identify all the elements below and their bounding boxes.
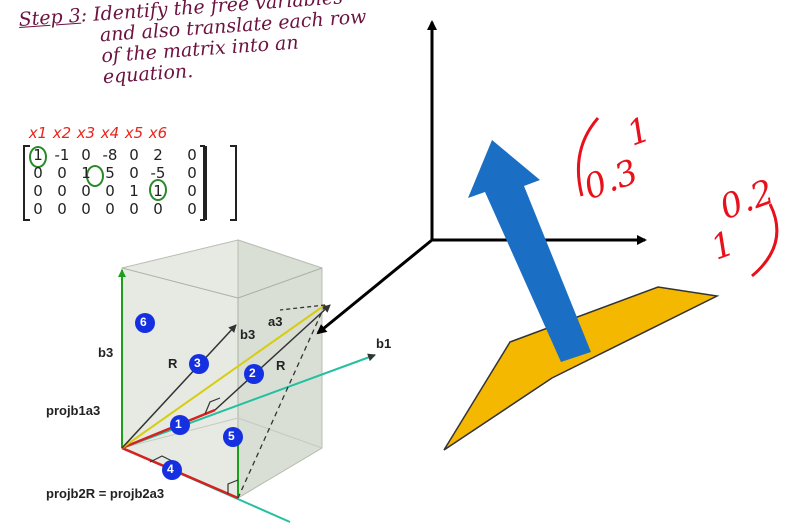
marker-5 xyxy=(223,427,243,447)
marker-6 xyxy=(135,313,155,333)
yellow-plane xyxy=(443,286,720,451)
matrix-body: 1 -1 0 -8 0 2 0 0 0 1 5 0 -5 0 0 0 0 0 1… xyxy=(26,146,204,218)
proj-b1-label: projb1a3 xyxy=(46,403,101,418)
marker-1-label: 1 xyxy=(175,417,182,431)
matrix-cell: -8 xyxy=(102,146,118,164)
matrix-header: x6 xyxy=(148,124,168,142)
a3-line xyxy=(121,304,326,449)
marker-6-label: 6 xyxy=(140,315,147,329)
matrix-cell: 5 xyxy=(105,164,115,182)
marker-3 xyxy=(189,354,209,374)
r-label-1: R xyxy=(168,356,178,371)
matrix-cell: -5 xyxy=(150,164,166,182)
matrix-row: 0 0 0 0 0 0 0 xyxy=(26,200,204,218)
y-axis xyxy=(316,238,433,335)
matrix-row: 1 -1 0 -8 0 2 0 xyxy=(26,146,204,164)
marker-3-label: 3 xyxy=(194,356,201,370)
b3-label-inner: b3 xyxy=(240,327,256,342)
matrix-header: x1 xyxy=(28,124,48,142)
matrix-cell: 0 xyxy=(81,182,91,200)
matrix-cell: 0 xyxy=(187,146,197,164)
matrix-cell: 0 xyxy=(57,164,67,182)
matrix-cell: 0 xyxy=(105,200,115,218)
matrix-cell: 0 xyxy=(187,200,197,218)
b1-label: b1 xyxy=(376,336,392,351)
matrix-cell: 0 xyxy=(57,200,67,218)
matrix-header: x2 xyxy=(52,124,72,142)
matrix-cell: 0 xyxy=(105,182,115,200)
matrix-cell: 1 xyxy=(81,164,91,182)
marker-2 xyxy=(244,364,264,384)
matrix-cell: 1 xyxy=(33,146,43,164)
proj-b2-label: projb2R = projb2a3 xyxy=(46,486,165,501)
matrix-cell: 0 xyxy=(81,200,91,218)
matrix-cell: 1 xyxy=(129,182,139,200)
matrix-cell: 0 xyxy=(153,200,163,218)
matrix-cell: 0 xyxy=(57,182,67,200)
b1-line xyxy=(121,353,376,449)
matrix-row: 0 0 0 0 1 1 0 xyxy=(26,182,204,200)
r-vector-2 xyxy=(214,304,331,411)
r-label-2: R xyxy=(276,358,286,373)
pivot-circle xyxy=(29,146,47,168)
matrix-row: 0 0 1 5 0 -5 0 xyxy=(26,164,204,182)
matrix-headers: x1 x2 x3 x4 x5 x6 xyxy=(26,124,170,142)
vector-bracket-right xyxy=(751,203,779,278)
matrix-header: x4 xyxy=(100,124,120,142)
matrix-cell: 0 xyxy=(33,164,43,182)
matrix-cell: 0 xyxy=(33,182,43,200)
matrix-cell: 0 xyxy=(33,200,43,218)
proj-b1-line xyxy=(121,408,216,450)
projection-box xyxy=(121,239,323,499)
matrix-cell: 0 xyxy=(187,164,197,182)
vector-bracket-left xyxy=(576,117,600,197)
marker-4 xyxy=(162,460,182,480)
matrix-header: x5 xyxy=(124,124,144,142)
marker-2-label: 2 xyxy=(249,366,256,380)
matrix-header: x3 xyxy=(76,124,96,142)
diagram-vectors xyxy=(118,269,376,523)
diagram-markers xyxy=(135,313,264,480)
pivot-circle xyxy=(86,165,104,187)
marker-5-label: 5 xyxy=(228,429,235,443)
matrix-cell: 0 xyxy=(187,182,197,200)
matrix-cell: 1 xyxy=(153,182,163,200)
b3-label-left: b3 xyxy=(98,345,114,360)
matrix-cell: 0 xyxy=(129,200,139,218)
pivot-circle xyxy=(149,179,167,201)
marker-1 xyxy=(170,415,190,435)
matrix-cell: 0 xyxy=(129,146,139,164)
matrix-cell: 2 xyxy=(153,146,163,164)
a3-label: a3 xyxy=(268,314,283,329)
matrix-cell: -1 xyxy=(54,146,70,164)
matrix-cell: 0 xyxy=(81,146,91,164)
blue-arrow xyxy=(468,140,591,362)
r-vector-1 xyxy=(121,324,237,449)
matrix-cell: 0 xyxy=(129,164,139,182)
marker-4-label: 4 xyxy=(167,462,174,476)
